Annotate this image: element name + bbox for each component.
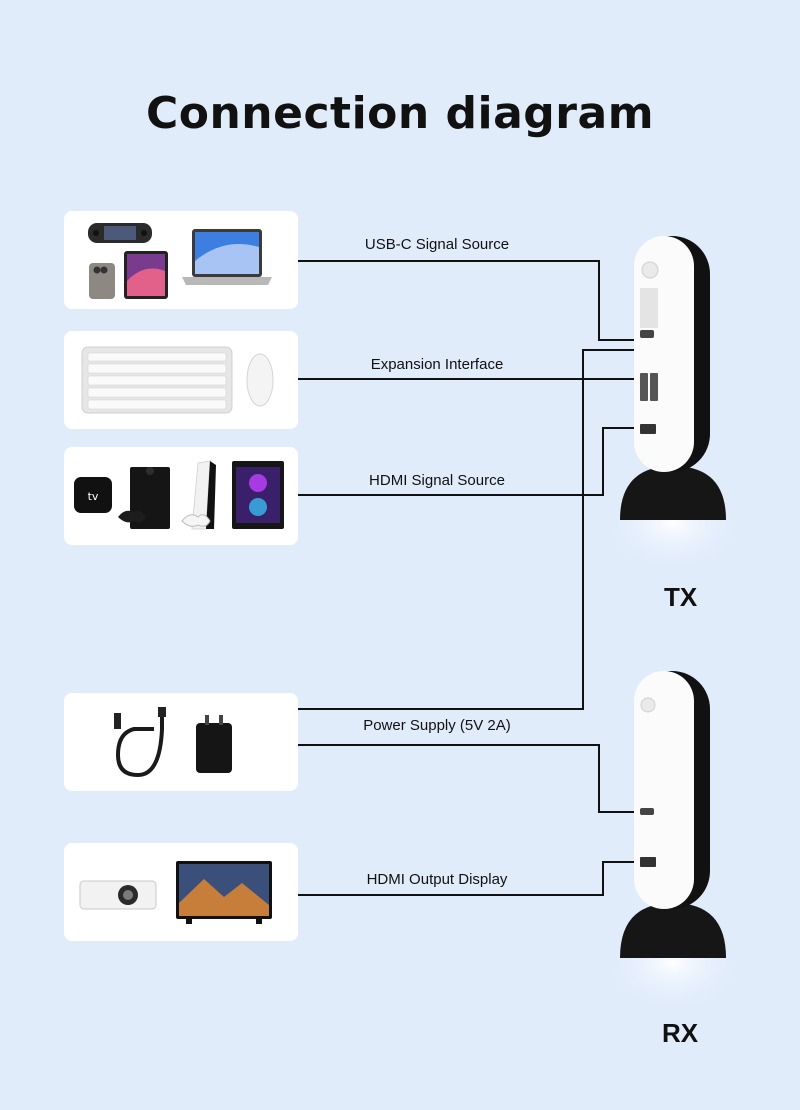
wire-hdmi-source [298,427,646,496]
label-hdmi-output-display: HDMI Output Display [366,871,508,888]
label-hdmi-signal-source: HDMI Signal Source [369,472,505,489]
card-usbc-sources [64,211,298,309]
wire-hdmi-output [298,861,646,896]
smartphone-icon [89,263,115,299]
label-expansion-interface: Expansion Interface [370,356,504,373]
handheld-console-icon [88,223,152,243]
wire-usbc [298,260,646,341]
game-console-tower-icon [118,467,170,529]
label-usbc-signal-source: USB-C Signal Source [364,236,510,253]
tx-transmitter-device [615,236,731,575]
card-hdmi-displays [64,843,298,941]
usb-c-in-port-icon [640,808,654,815]
television-icon [176,861,272,924]
power-adapter-icon [196,715,232,773]
streaming-box-icon: tv [74,477,112,513]
wire-power-rx [298,744,646,813]
game-console-white-icon [181,460,216,530]
svg-text:tv: tv [88,490,99,503]
usb-cable-icon [114,707,166,778]
keyboard-icon [81,346,233,414]
rx-receiver-device [615,671,731,1015]
card-power-supply [64,693,298,791]
projector-icon [79,880,157,910]
hdmi-port-icon [640,424,656,434]
hdmi-out-port-icon [640,857,656,867]
label-power-supply: Power Supply (5V 2A) [363,717,511,734]
wire-power-tx [298,349,646,710]
gaming-pc-icon [232,461,284,529]
usb-c-port-icon [640,330,654,338]
tablet-icon [124,251,168,299]
page-title: Connection diagram [145,88,655,139]
card-hdmi-sources: tv [64,447,298,545]
laptop-icon [182,229,272,285]
usb-a-port-icon [640,373,648,401]
tx-label: TX [664,582,698,612]
rx-label: RX [662,1018,699,1048]
mouse-icon [246,353,274,407]
card-expansion-peripherals [64,331,298,429]
